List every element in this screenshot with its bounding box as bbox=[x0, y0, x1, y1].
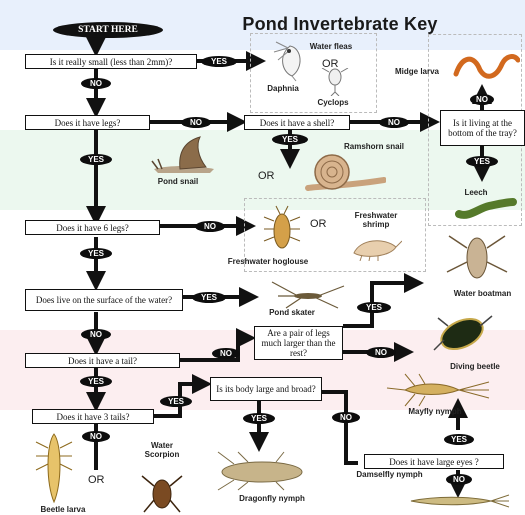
or-small: OR bbox=[322, 58, 339, 70]
yes-pill-six-legs: YES bbox=[80, 248, 112, 259]
question-surface: Does live on the surface of the water? bbox=[25, 289, 183, 311]
freshwater-hoglouse-illustration bbox=[262, 205, 302, 253]
no-pill-body: NO bbox=[332, 412, 360, 423]
yes-pill-pair-legs: YES bbox=[357, 302, 391, 313]
no-pill-shell: NO bbox=[379, 117, 409, 128]
label-midge-larva: Midge larva bbox=[382, 67, 452, 76]
label-water-boatman: Water boatman bbox=[440, 289, 525, 298]
water-scorpion-illustration bbox=[140, 470, 184, 515]
question-pair-legs: Are a pair of legs much larger than the … bbox=[254, 326, 343, 360]
cyclops-illustration bbox=[320, 68, 350, 96]
label-freshwater-shrimp: Freshwater shrimp bbox=[346, 211, 406, 229]
mayfly-nymph-illustration bbox=[385, 372, 491, 408]
no-pill-surface: NO bbox=[81, 329, 111, 340]
label-pond-skater: Pond skater bbox=[262, 308, 322, 317]
label-daphnia: Daphnia bbox=[258, 84, 308, 93]
or-snail: OR bbox=[258, 170, 275, 182]
no-pill-bottom: NO bbox=[470, 94, 494, 105]
ramshorn-snail-illustration bbox=[302, 150, 386, 192]
yes-pill-large-eyes: YES bbox=[444, 434, 474, 445]
yes-pill-small: YES bbox=[201, 56, 237, 67]
label-leech: Leech bbox=[456, 188, 496, 197]
or-hoglouse: OR bbox=[310, 218, 327, 230]
question-three-tails: Does it have 3 tails? bbox=[32, 409, 154, 424]
yes-pill-tail: YES bbox=[80, 376, 112, 387]
diving-beetle-illustration bbox=[430, 310, 496, 356]
no-pill-six-legs: NO bbox=[195, 221, 225, 232]
no-pill-small: NO bbox=[81, 78, 111, 89]
label-water-fleas: Water fleas bbox=[296, 42, 366, 51]
label-damselfly-nymph: Damselfly nymph bbox=[342, 470, 437, 479]
yes-pill-body: YES bbox=[243, 413, 275, 424]
label-pond-snail: Pond snail bbox=[148, 177, 208, 186]
no-pill-legs: NO bbox=[181, 117, 211, 128]
question-body: Is its body large and broad? bbox=[210, 377, 322, 401]
no-pill-tail: NO bbox=[212, 348, 240, 359]
question-legs: Does it have legs? bbox=[25, 115, 150, 130]
pond-snail-illustration bbox=[150, 135, 220, 175]
label-mayfly-nymph: Mayfly nymph bbox=[400, 407, 470, 416]
no-pill-large-eyes: NO bbox=[446, 474, 472, 485]
beetle-larva-illustration bbox=[32, 430, 76, 506]
label-water-scorpion: Water Scorpion bbox=[136, 441, 188, 459]
question-six-legs: Does it have 6 legs? bbox=[25, 220, 160, 235]
label-ramshorn-snail: Ramshorn snail bbox=[334, 142, 414, 151]
freshwater-shrimp-illustration bbox=[350, 235, 402, 261]
label-beetle-larva: Beetle larva bbox=[28, 505, 98, 514]
pond-skater-illustration bbox=[268, 278, 348, 310]
water-boatman-illustration bbox=[445, 232, 509, 282]
question-tail: Does it have a tail? bbox=[25, 353, 180, 368]
leech-illustration bbox=[455, 196, 517, 220]
yes-pill-surface: YES bbox=[192, 292, 226, 303]
label-freshwater-hoglouse: Freshwater hoglouse bbox=[208, 257, 328, 266]
dragonfly-nymph-illustration bbox=[208, 450, 314, 492]
no-pill-pair-legs: NO bbox=[366, 347, 396, 358]
label-diving-beetle: Diving beetle bbox=[440, 362, 510, 371]
no-pill-three-tails: NO bbox=[82, 431, 110, 442]
yes-pill-bottom: YES bbox=[466, 156, 498, 167]
yes-pill-three-tails: YES bbox=[160, 396, 192, 407]
yes-pill-shell: YES bbox=[272, 134, 308, 145]
midge-larva-illustration bbox=[452, 46, 520, 82]
question-large-eyes: Does it have large eyes ? bbox=[364, 454, 504, 469]
label-cyclops: Cyclops bbox=[308, 98, 358, 107]
question-small: Is it really small (less than 2mm)? bbox=[25, 54, 197, 69]
yes-pill-legs: YES bbox=[80, 154, 112, 165]
page-title: Pond Invertebrate Key bbox=[210, 14, 470, 35]
or-tails: OR bbox=[88, 474, 105, 486]
label-dragonfly-nymph: Dragonfly nymph bbox=[222, 494, 322, 503]
question-bottom: Is it living at the bottom of the tray? bbox=[440, 110, 525, 146]
question-shell: Does it have a shell? bbox=[244, 115, 350, 130]
damselfly-nymph-illustration bbox=[405, 490, 511, 512]
start-here-badge: START HERE bbox=[53, 22, 163, 38]
